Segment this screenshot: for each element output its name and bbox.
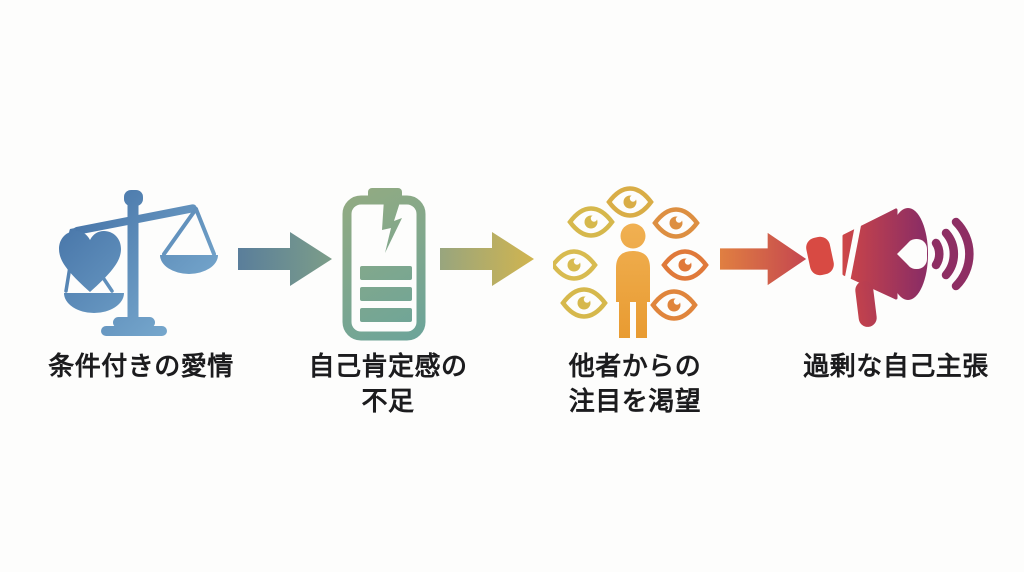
scale-right-pan — [160, 255, 218, 274]
stage-2-icon-box — [340, 178, 432, 344]
unbalanced-scale-with-heart-icon — [59, 190, 218, 336]
person-surrounded-by-eyes-icon — [553, 186, 709, 338]
stage-4-label: 過剰な自己主張 — [795, 349, 997, 384]
stage-3-label-line-1: 他者からの — [568, 351, 702, 381]
arrow-3 — [720, 230, 808, 288]
stage-3-icon-box — [553, 184, 717, 344]
eye-icon-top-right — [652, 207, 700, 239]
stage-2-label-line-2: 不足 — [361, 386, 415, 416]
right-arrow-icon — [238, 232, 332, 286]
stage-1-icon-box — [56, 180, 222, 352]
stage-4-label-line-1: 過剰な自己主張 — [803, 351, 989, 381]
megaphone-handle — [855, 281, 877, 327]
eye-icon-top — [606, 186, 654, 218]
scale-left-pan — [64, 293, 124, 313]
stage-3-label-line-2: 注目を渇望 — [568, 386, 702, 416]
eye-icon-mid-left — [553, 249, 598, 281]
megaphone-opening — [897, 239, 927, 269]
scale-beam — [73, 204, 197, 235]
person-icon — [616, 223, 650, 338]
arrow-1 — [238, 229, 334, 289]
scale-post — [101, 190, 167, 336]
right-arrow-icon — [720, 232, 807, 286]
crack-lightning-icon — [382, 199, 402, 253]
eye-icon-bottom-left — [560, 287, 608, 319]
eye-icon-top-left — [567, 206, 615, 238]
heart-icon — [59, 231, 121, 292]
cracked-low-battery-icon — [342, 188, 426, 341]
stage-1-label: 条件付きの愛情 — [41, 349, 241, 384]
sound-waves-icon — [931, 217, 974, 291]
stage-2-label-line-1: 自己肯定感の — [308, 351, 468, 381]
stage-1-label-line-1: 条件付きの愛情 — [48, 351, 234, 381]
eye-icon-mid-right — [661, 249, 709, 281]
scale-right-strings — [162, 207, 216, 256]
stage-3-label: 他者からの 注目を渇望 — [555, 349, 715, 419]
megaphone-with-sound-waves-icon — [806, 208, 974, 327]
eye-icon-bottom-right — [650, 289, 698, 321]
megaphone-cap — [806, 236, 834, 276]
megaphone-gap — [843, 219, 863, 283]
stage-2-label: 自己肯定感の 不足 — [288, 349, 488, 419]
battery-charge-bars — [360, 266, 412, 322]
stage-4-icon-box — [800, 195, 980, 343]
right-arrow-icon — [440, 232, 534, 286]
arrow-2 — [440, 229, 536, 289]
